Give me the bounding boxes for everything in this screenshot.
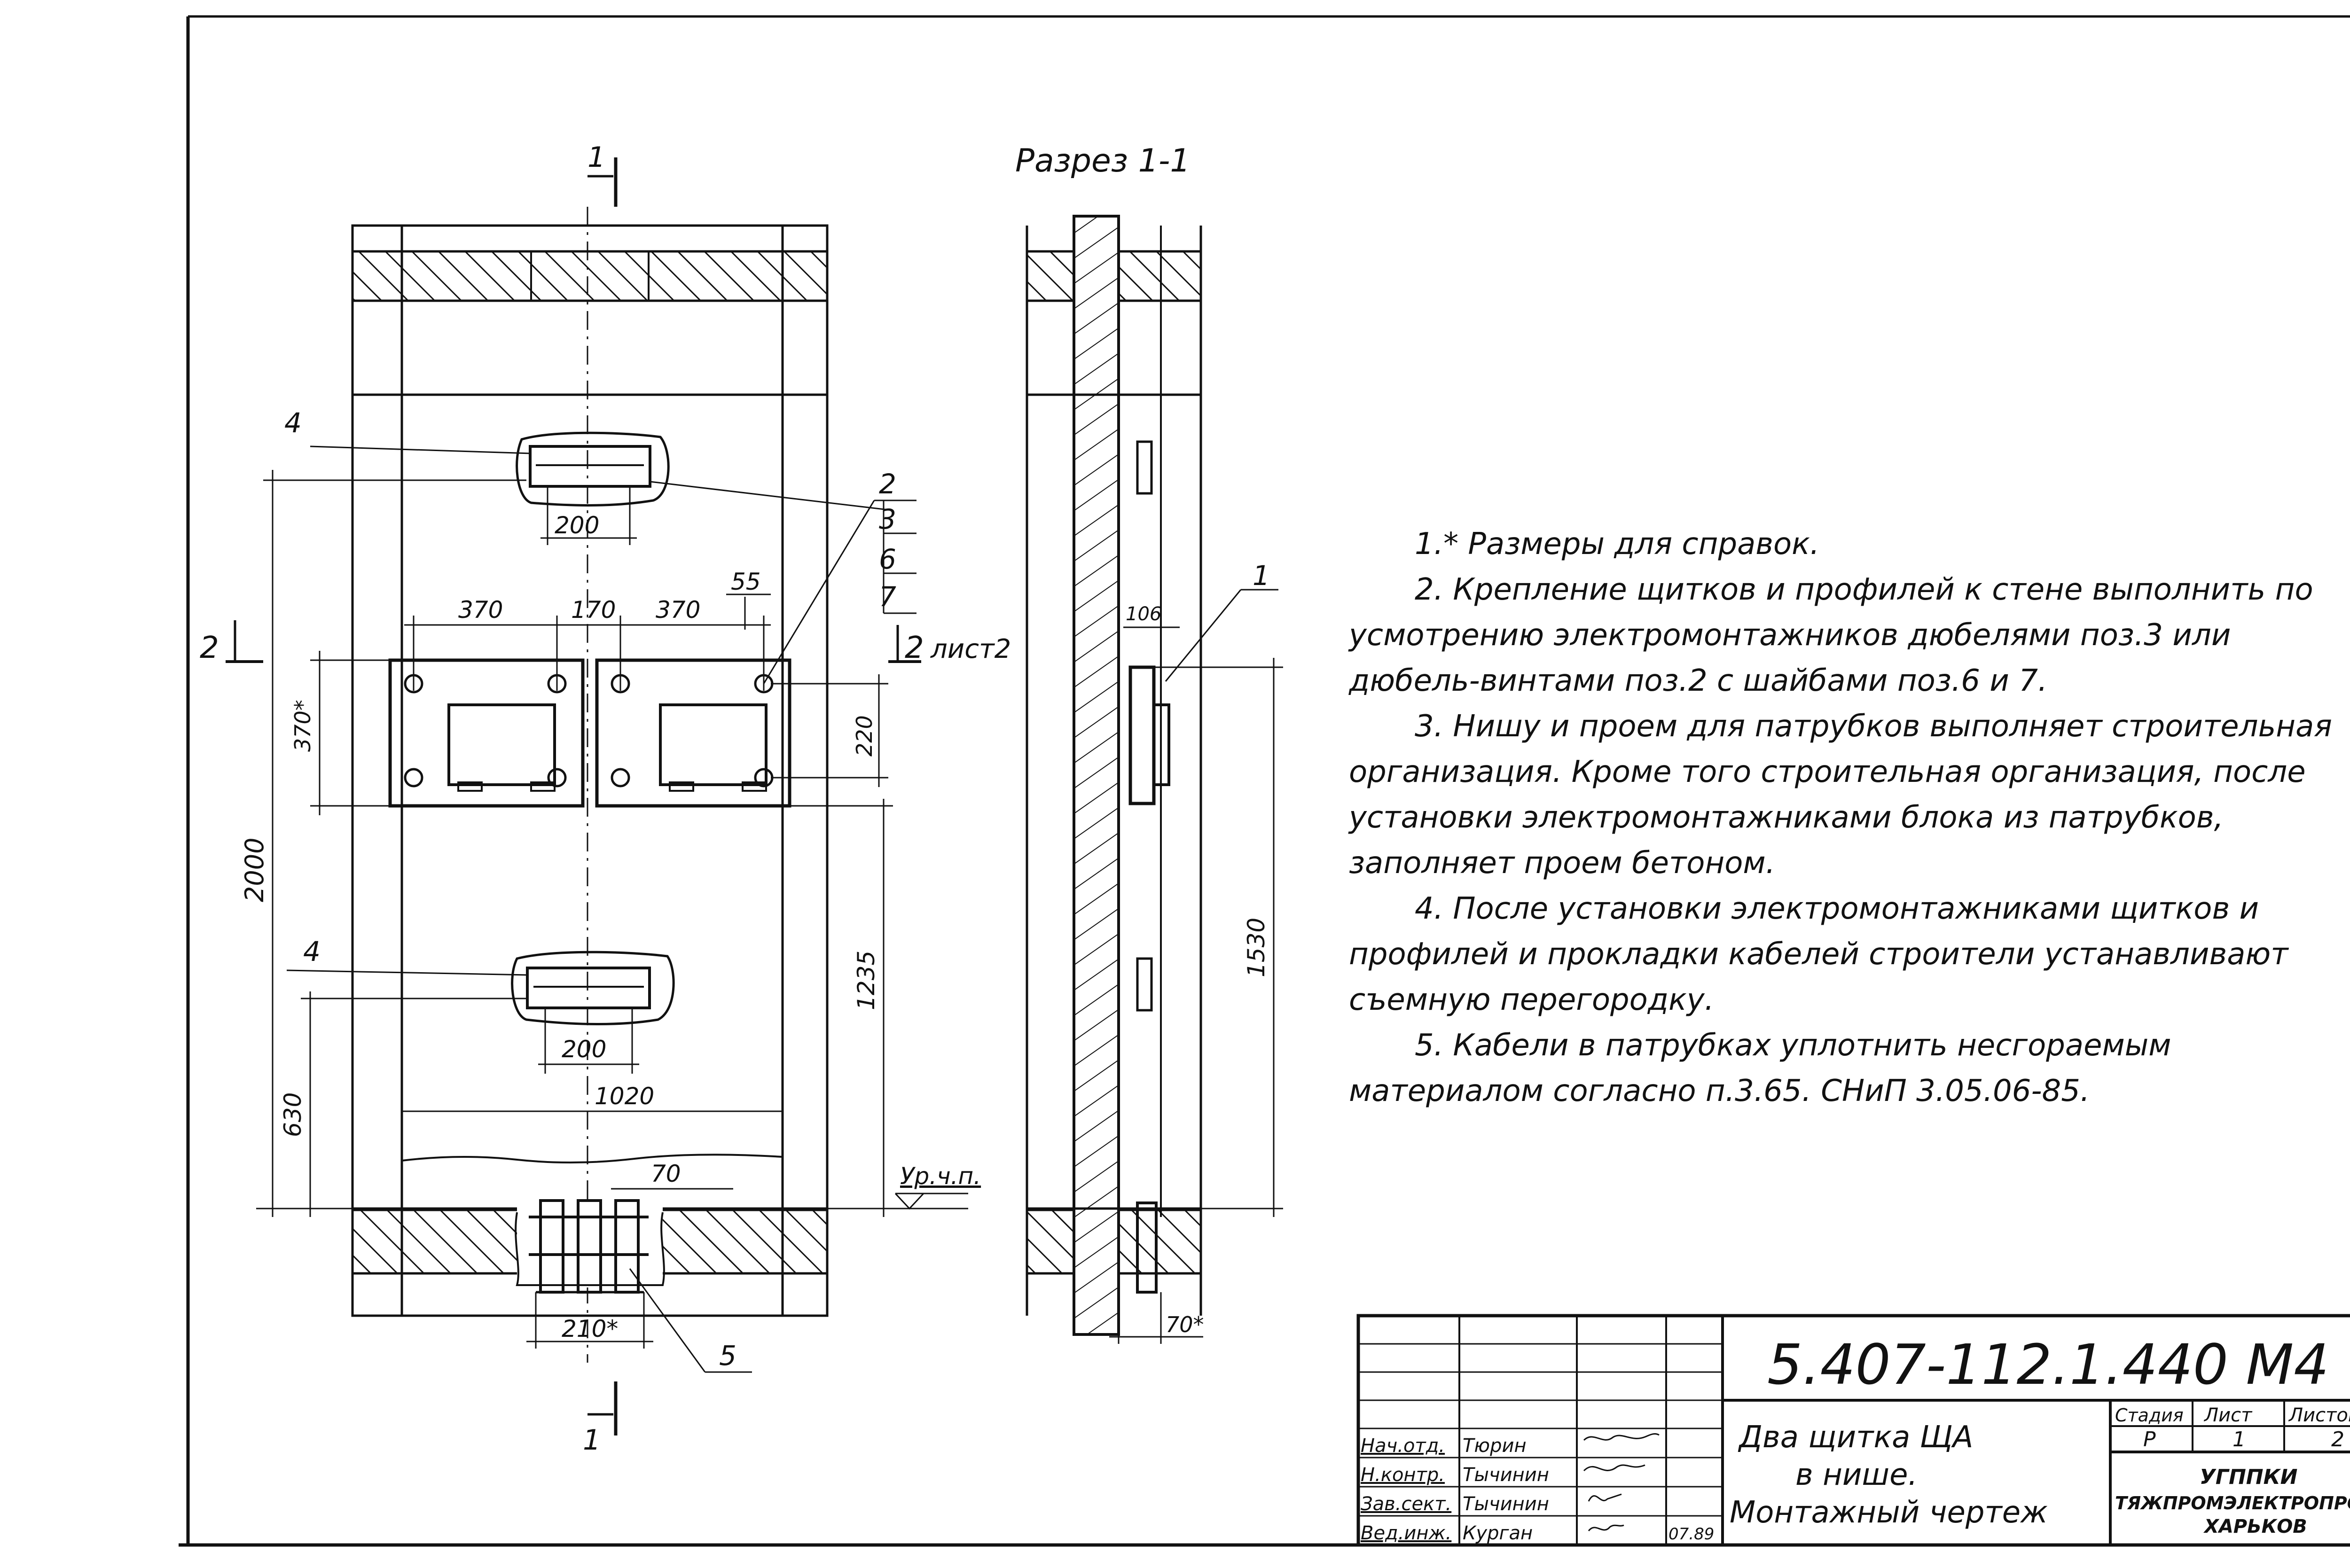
front-dimension-lines bbox=[256, 470, 968, 1349]
section-title: Разрез 1-1 bbox=[1015, 142, 1191, 179]
profile-top bbox=[529, 445, 651, 488]
drawing-code: 5.407-112.1.440 М4 bbox=[1767, 1332, 2329, 1397]
dim-1235: 1235 bbox=[853, 951, 880, 1010]
dim-1530: 1530 bbox=[1243, 918, 1270, 977]
note-2: 2. Крепление щитков и профилей к стене в… bbox=[1349, 572, 2313, 698]
top-slab bbox=[351, 250, 829, 302]
role-2: Н.контр. bbox=[1361, 1464, 1445, 1486]
side-wall bbox=[1073, 215, 1120, 1336]
dim-200-top: 200 bbox=[555, 512, 599, 539]
floor-level-label: Ур.ч.п. bbox=[900, 1162, 981, 1190]
dim-370-vertical: 370* bbox=[290, 700, 315, 752]
dim-70-front: 70 bbox=[651, 1160, 681, 1187]
sheets-value: 2 bbox=[2331, 1428, 2344, 1451]
side-bottom-slab bbox=[1026, 1209, 1075, 1275]
drawing-title-line1: Два щитка ЩА bbox=[1738, 1420, 1973, 1455]
role-1: Нач.отд. bbox=[1361, 1435, 1445, 1457]
title-block bbox=[1356, 1314, 2350, 1547]
name-4: Курган bbox=[1463, 1522, 1533, 1544]
dim-1020: 1020 bbox=[595, 1083, 654, 1110]
panel-left bbox=[388, 658, 585, 808]
dim-370-right: 370 bbox=[656, 596, 700, 624]
dim-220: 220 bbox=[852, 715, 877, 757]
role-3: Зав.сект. bbox=[1361, 1493, 1451, 1515]
note-3: 3. Нишу и проем для патрубков выполняет … bbox=[1349, 709, 2332, 881]
position-7: 7 bbox=[879, 581, 896, 613]
leader-lines bbox=[286, 445, 916, 1373]
section-mark-bottom: 1 bbox=[583, 1424, 601, 1457]
name-1: Тюрин bbox=[1463, 1435, 1527, 1457]
name-2: Тычинин bbox=[1463, 1464, 1549, 1486]
dim-210: 210* bbox=[562, 1315, 618, 1342]
panel-right bbox=[595, 658, 791, 808]
dim-630: 630 bbox=[279, 1092, 306, 1137]
dim-170: 170 bbox=[571, 596, 616, 624]
sheet-label: Лист bbox=[2203, 1404, 2253, 1426]
dim-370-left: 370 bbox=[458, 596, 503, 624]
role-4: Вед.инж. bbox=[1361, 1522, 1451, 1544]
date: 07.89 bbox=[1668, 1525, 1714, 1544]
side-top-slab bbox=[1026, 250, 1075, 302]
org-line3: ХАРЬКОВ bbox=[2203, 1516, 2307, 1537]
position-5: 5 bbox=[719, 1340, 736, 1372]
niche-top bbox=[516, 431, 670, 507]
section-mark-left: 2 bbox=[200, 631, 219, 665]
dim-55: 55 bbox=[731, 568, 761, 595]
dim-2000: 2000 bbox=[240, 838, 269, 902]
note-4: 4. После установки электромонтажниками щ… bbox=[1349, 891, 2288, 1017]
position-2: 2 bbox=[879, 468, 896, 500]
notes-block: 1.* Размеры для справок. 2. Крепление щи… bbox=[1349, 522, 2350, 1114]
position-6: 6 bbox=[879, 543, 896, 575]
drawing-title-line2: в нише. bbox=[1795, 1458, 1918, 1492]
position-3: 3 bbox=[879, 503, 896, 535]
profile-bottom bbox=[526, 967, 651, 1009]
niche-bottom bbox=[511, 951, 675, 1025]
name-3: Тычинин bbox=[1463, 1493, 1549, 1515]
side-section bbox=[1026, 215, 1283, 1344]
conduit-block bbox=[515, 1199, 665, 1294]
section-mark-top: 1 bbox=[588, 141, 605, 174]
note-5: 5. Кабели в патрубках уплотнить несгорае… bbox=[1349, 1028, 2171, 1108]
dim-200-bottom: 200 bbox=[562, 1036, 606, 1063]
dim-106: 106 bbox=[1126, 603, 1161, 625]
sheets-label: Листов bbox=[2288, 1404, 2350, 1426]
dim-70-side: 70* bbox=[1166, 1312, 1204, 1337]
sheet-value: 1 bbox=[2232, 1428, 2246, 1451]
stage-value: Р bbox=[2143, 1428, 2156, 1451]
position-4-bottom: 4 bbox=[303, 936, 321, 967]
section-marks bbox=[226, 157, 921, 1435]
front-view bbox=[226, 157, 968, 1435]
position-4-top: 4 bbox=[284, 407, 302, 439]
position-1: 1 bbox=[1253, 560, 1270, 592]
org-line1: УГППКИ bbox=[2200, 1465, 2297, 1489]
drawing-title-line3: Монтажный чертеж bbox=[1730, 1495, 2048, 1530]
stage-label: Стадия bbox=[2115, 1405, 2184, 1426]
org-line2: ТЯЖПРОМЭЛЕКТРОПРОЕКТ bbox=[2115, 1493, 2350, 1513]
section-mark-right-ref: лист2 bbox=[930, 634, 1011, 664]
note-1: 1.* Размеры для справок. bbox=[1415, 527, 1820, 562]
section-mark-right: 2 bbox=[905, 631, 924, 665]
